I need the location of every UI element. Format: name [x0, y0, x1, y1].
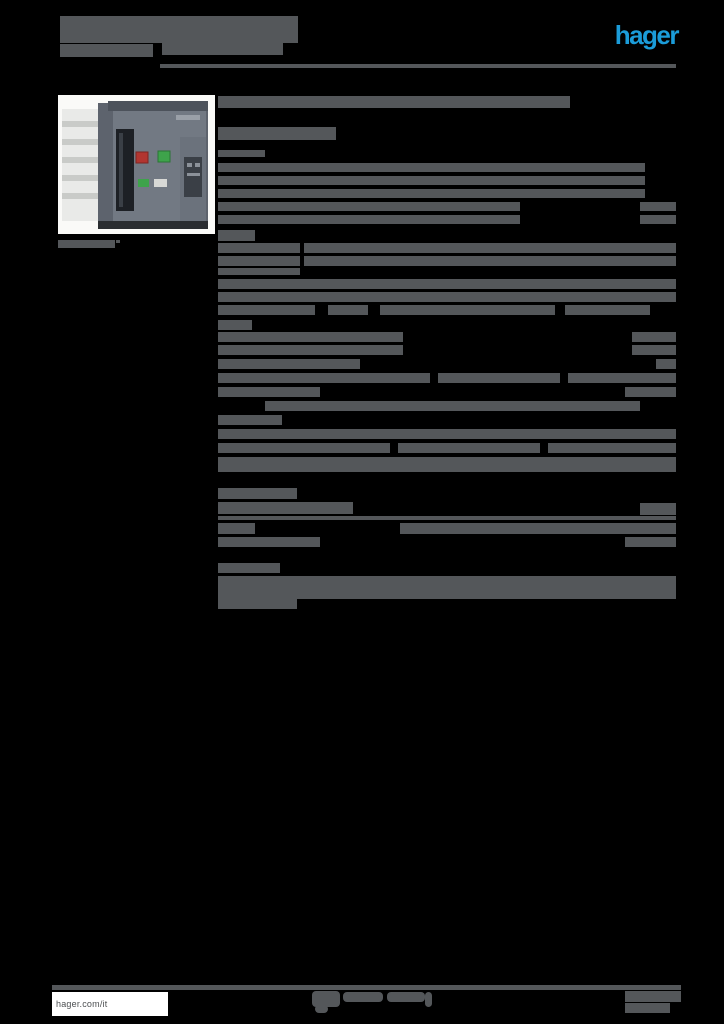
spec-label-bar: [218, 230, 255, 241]
spec-word-bar: [380, 305, 555, 315]
spec-word-bar: [568, 373, 676, 383]
paragraph-bar: [218, 163, 645, 172]
breaker-window: [116, 129, 134, 211]
breaker-illustration: [62, 101, 208, 229]
spec-value-bar: [304, 256, 676, 266]
spec-label-bar: [218, 215, 520, 224]
breaker-on-button: [157, 150, 171, 163]
spec-word-bar: [218, 373, 430, 383]
spec-value-bar: [640, 503, 676, 515]
spec-value-bar: [640, 215, 676, 224]
paragraph-block: [218, 576, 676, 599]
spec-label-bar: [218, 305, 315, 315]
footer-signature-mark: [312, 991, 340, 1007]
spec-value-bar: [656, 359, 676, 369]
spec-label-bar: [218, 387, 320, 397]
footer-signature-mark: [315, 1005, 328, 1013]
spec-label-bar: [218, 268, 300, 275]
footer-signature-mark: [343, 992, 383, 1002]
paragraph-bar: [218, 292, 676, 302]
spec-label-bar: [218, 599, 297, 609]
spec-word-bar: [565, 305, 650, 315]
spec-word-bar: [438, 373, 560, 383]
footer-site-link: hager.com/it: [56, 999, 108, 1009]
spec-label-bar: [218, 332, 403, 342]
spec-label-bar: [218, 150, 265, 157]
spec-value-bar: [304, 243, 676, 253]
breaker-top-cap: [108, 101, 208, 111]
spec-value-bar: [625, 537, 676, 547]
spec-value-bar: [400, 523, 676, 534]
spec-value-bar: [625, 387, 676, 397]
spec-word-bar: [328, 305, 368, 315]
breaker-status-indicator: [138, 179, 149, 187]
spec-value-bar: [640, 202, 676, 211]
photo-caption-bar: [58, 240, 115, 248]
spec-label-bar: [218, 415, 282, 425]
section-subtitle-bar: [218, 127, 336, 140]
spec-label-bar: [218, 359, 360, 369]
footer-link-box: hager.com/it: [52, 992, 168, 1016]
rule-bar: [218, 516, 676, 520]
spec-label-bar: [218, 202, 520, 211]
product-photo: [58, 95, 215, 234]
breaker-rating-tag: [154, 179, 167, 187]
paragraph-bar: [218, 189, 645, 198]
footer-rule: [52, 985, 681, 990]
footer-signature-mark: [387, 992, 425, 1002]
photo-caption-mark: [116, 240, 120, 243]
product-title-bar: [218, 96, 570, 108]
spec-label-bar: [218, 488, 297, 499]
breaker-off-button: [135, 151, 149, 164]
spec-value-bar: [632, 332, 676, 342]
header-rule: [160, 64, 676, 68]
spec-word-bar: [548, 443, 676, 453]
spec-label-bar: [218, 537, 320, 547]
breaker-brand-label: [176, 115, 200, 120]
spec-label-bar: [218, 243, 300, 253]
footer-signature-mark: [425, 992, 432, 1007]
breaker-base: [98, 221, 208, 229]
spec-value-bar: [632, 345, 676, 355]
footer-address-bar: [625, 1003, 670, 1013]
spec-label-bar: [218, 523, 255, 534]
paragraph-bar: [218, 176, 645, 185]
paragraph-bar: [218, 279, 676, 289]
header-title-bar: [60, 44, 153, 57]
spec-label-bar: [218, 502, 353, 514]
spec-word-bar: [398, 443, 540, 453]
hager-logo: hager: [614, 20, 680, 50]
spec-label-bar: [218, 320, 252, 330]
spec-label-bar: [218, 563, 280, 573]
spec-indent-bar: [265, 401, 640, 411]
footer-address-bar: [625, 991, 681, 1002]
header-subtitle-bar: [162, 43, 283, 55]
spec-label-bar: [218, 256, 300, 266]
paragraph-bar: [218, 429, 676, 439]
spec-label-bar: [218, 345, 403, 355]
paragraph-block: [218, 457, 676, 472]
header-title-bar: [60, 16, 298, 43]
spec-word-bar: [218, 443, 390, 453]
